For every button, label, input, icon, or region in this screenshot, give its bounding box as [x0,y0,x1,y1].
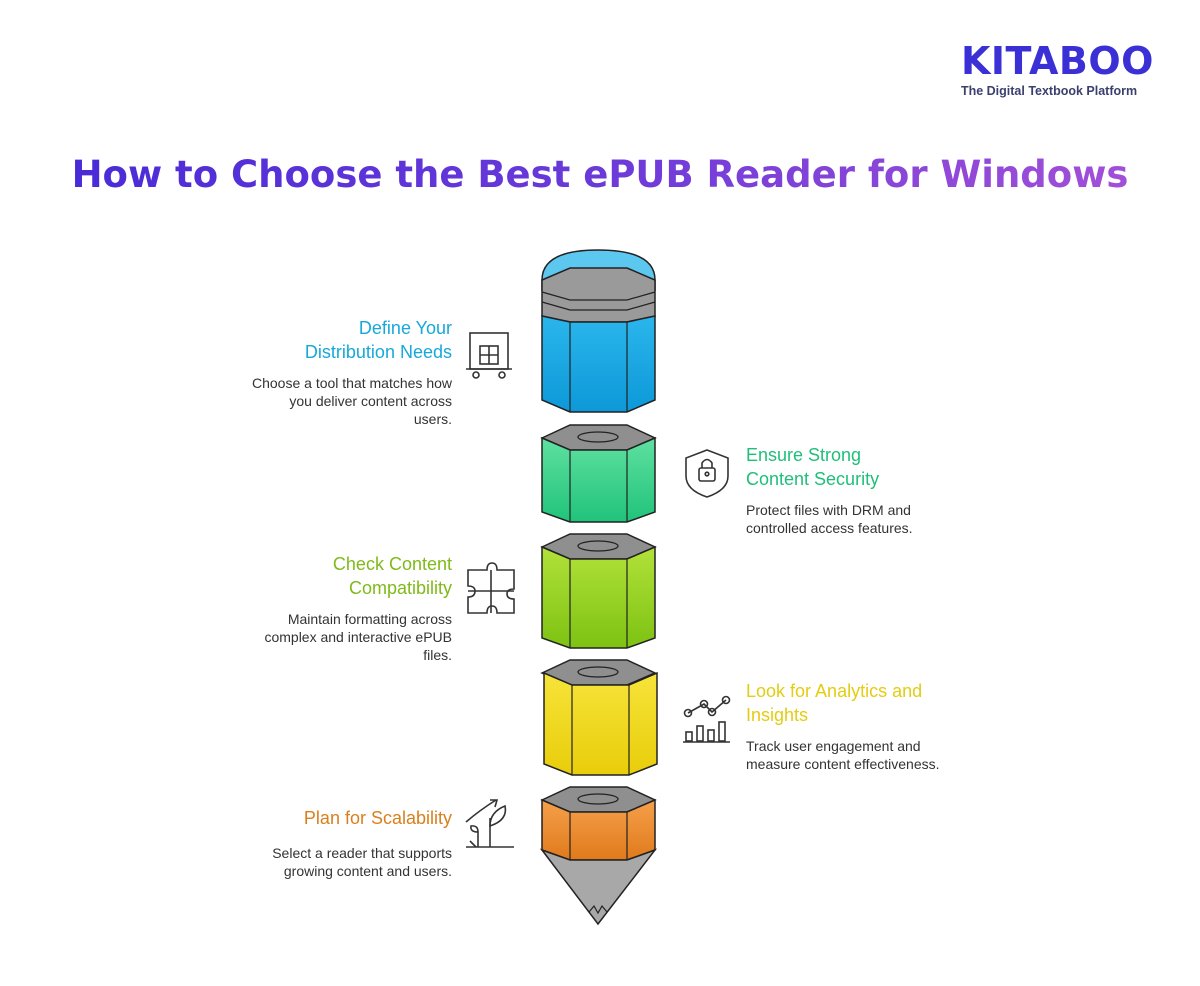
step-heading: Define Your Distribution Needs [304,318,452,362]
puzzle-icon [467,562,515,614]
step-compatibility: Check Content Compatibility Maintain for… [222,552,452,664]
pencil-segment-blue [541,249,656,413]
step-scalability: Plan for Scalability Select a reader tha… [222,806,452,880]
pencil-segment-orange [539,786,658,926]
pencil-segment-lime [540,533,657,649]
step-description: Choose a tool that matches how you deliv… [252,375,453,427]
pencil-segment-yellow [540,659,658,776]
step-heading: Check Content Compatibility [332,554,452,598]
cart-icon [466,332,512,379]
pencil-segment-green [540,424,657,523]
step-security: Ensure Strong Content Security Protect f… [746,443,966,537]
shield-lock-icon [685,449,729,498]
step-heading: Ensure Strong Content Security [746,445,880,489]
step-distribution: Define Your Distribution Needs Choose a … [222,316,452,428]
growth-plant-icon [465,799,514,848]
step-heading: Look for Analytics and Insights [746,681,923,725]
brand-tagline: The Digital Textbook Platform [960,84,1138,98]
page-title: How to Choose the Best ePUB Reader for W… [71,153,1129,196]
step-description: Select a reader that supports growing co… [272,845,452,879]
brand-name: KITABOO [960,39,1154,83]
brand-logo: KITABOO The Digital Textbook Platform [961,40,1154,98]
step-analytics: Look for Analytics and Insights Track us… [746,679,976,773]
step-description: Track user engagement and measure conten… [746,738,940,772]
step-description: Maintain formatting across complex and i… [264,611,452,663]
step-heading: Plan for Scalability [303,808,452,828]
step-description: Protect files with DRM and controlled ac… [746,502,913,536]
analytics-icon [683,695,731,743]
